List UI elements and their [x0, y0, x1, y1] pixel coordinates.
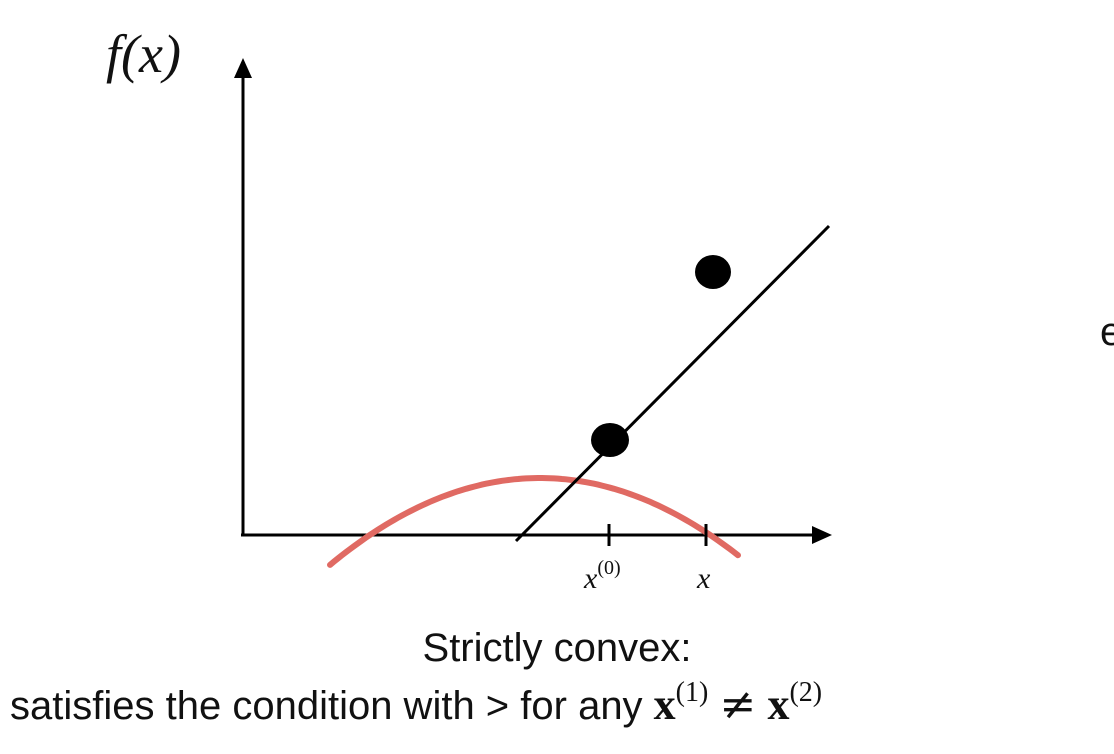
- caption-condition-text: satisfies the condition with > for any: [10, 684, 654, 728]
- x-axis-arrowhead: [812, 526, 832, 544]
- x0-tick-label: x(0): [583, 557, 621, 595]
- convex-curve: [327, 475, 741, 568]
- vector-x2-superscript: (2): [789, 677, 823, 708]
- x0-tick-label-base: x: [583, 562, 598, 595]
- convexity-diagram: f(x) x(0) x: [106, 24, 832, 595]
- clipped-text-fragment: e: [1100, 310, 1114, 354]
- caption-title: Strictly convex:: [422, 626, 692, 670]
- caption-condition: satisfies the condition with > for any x…: [10, 677, 823, 738]
- x-tick-label: x: [696, 562, 711, 595]
- y-axis-arrowhead: [234, 58, 252, 78]
- point-at-x0: [591, 423, 629, 457]
- vector-x1-superscript: (1): [675, 677, 709, 708]
- x0-tick-label-superscript: (0): [597, 557, 620, 579]
- vector-x2-symbol: x: [767, 680, 790, 729]
- y-axis-label: f(x): [106, 24, 181, 84]
- vector-x1-symbol: x: [653, 680, 676, 729]
- tangent-line: [514, 224, 831, 543]
- not-equal-symbol: ≠: [719, 679, 757, 730]
- point-at-x: [695, 255, 731, 289]
